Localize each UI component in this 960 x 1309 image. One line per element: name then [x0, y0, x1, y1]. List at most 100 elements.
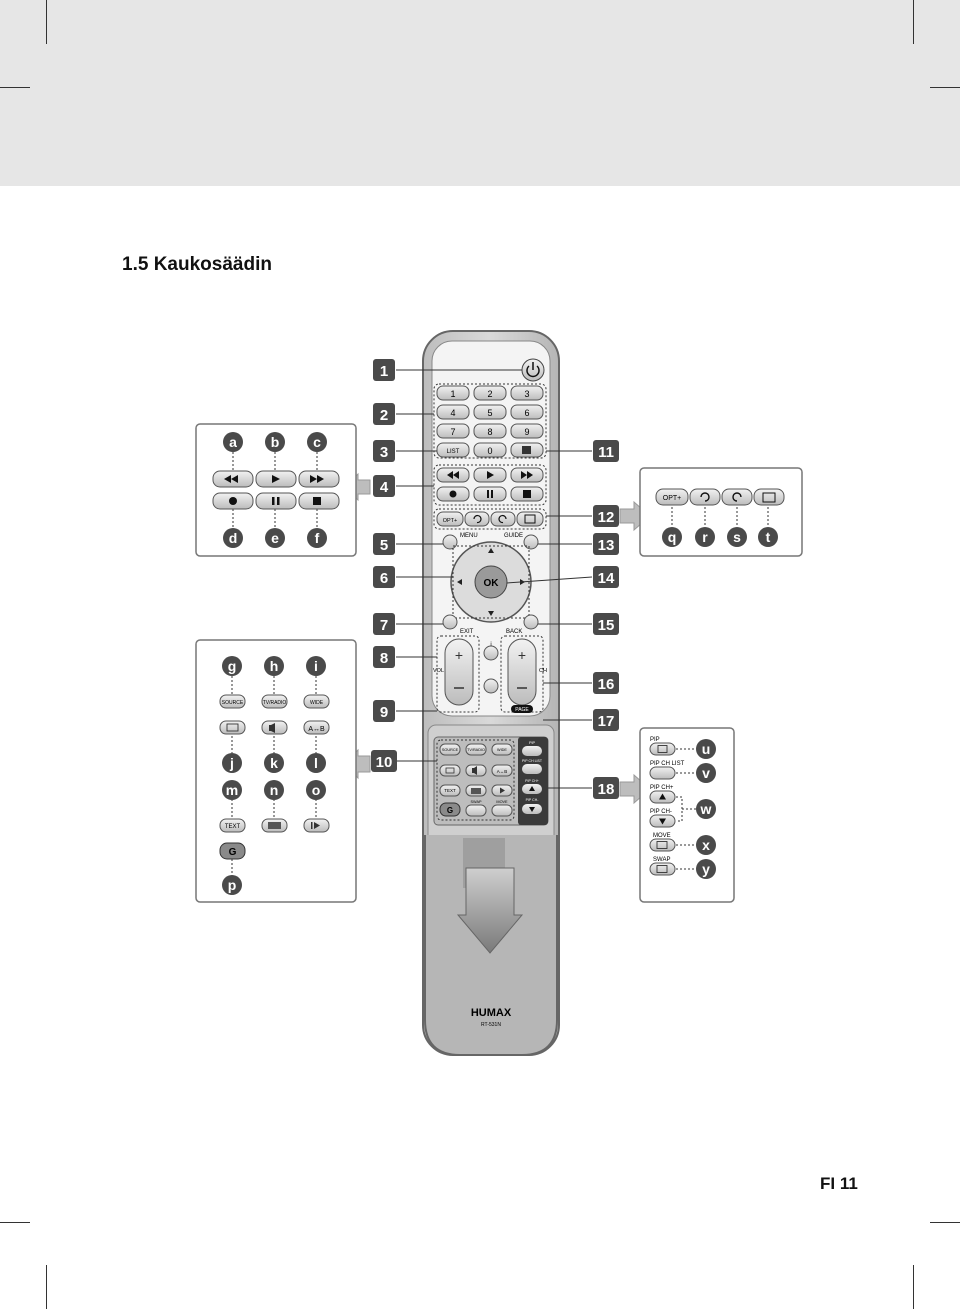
callout-12: 12 — [593, 505, 619, 527]
svg-text:PAGE: PAGE — [515, 707, 529, 713]
model-name: RT-531N — [481, 1022, 501, 1028]
text-button[interactable]: TEXT — [439, 784, 461, 797]
play-button[interactable] — [473, 467, 507, 483]
svg-text:SWAP: SWAP — [470, 800, 482, 804]
opt-plus-button[interactable]: OPT+ — [655, 488, 689, 506]
text-button[interactable]: TEXT — [219, 818, 246, 833]
rewind-button[interactable] — [436, 467, 470, 483]
pause-button[interactable] — [255, 492, 297, 510]
ab-button[interactable]: A↔B — [303, 720, 330, 735]
info-button[interactable]: i — [483, 642, 499, 661]
move-button[interactable] — [649, 838, 676, 852]
exit-button[interactable]: EXIT — [442, 614, 474, 635]
svg-text:11: 11 — [598, 444, 614, 461]
power-button[interactable] — [521, 358, 545, 382]
recordings-button[interactable] — [753, 488, 785, 506]
svg-text:6: 6 — [380, 570, 388, 587]
stop-button[interactable] — [298, 492, 340, 510]
letter-r: r — [695, 527, 715, 547]
rewind-jump-button[interactable] — [689, 488, 721, 506]
pause-button[interactable] — [473, 486, 507, 502]
letter-u: u — [696, 739, 716, 759]
teletext-button[interactable] — [261, 818, 288, 833]
digit-key-8[interactable]: 8 — [473, 423, 507, 439]
ok-button[interactable]: OK — [474, 565, 508, 599]
rewind-button[interactable] — [212, 470, 254, 488]
move-label: MOVE — [653, 833, 671, 839]
pip-ch-up-button[interactable] — [649, 790, 676, 804]
slow-play-button[interactable] — [303, 818, 330, 833]
forward-jump-button[interactable] — [721, 488, 753, 506]
digit-key-6[interactable]: 6 — [510, 404, 544, 420]
swap-key[interactable]: SWAP — [465, 800, 487, 817]
g-button[interactable]: G — [219, 842, 246, 860]
source-button[interactable]: SOURCE — [439, 743, 461, 756]
svg-text:4: 4 — [380, 479, 389, 496]
teletext-button[interactable] — [465, 784, 487, 797]
callout-16: 16 — [593, 672, 619, 694]
forward-jump-button[interactable] — [490, 511, 516, 527]
svg-text:4: 4 — [450, 408, 455, 418]
svg-text:BACK: BACK — [506, 629, 522, 635]
section-title: 1.5 Kaukosäädin — [122, 254, 272, 275]
pip-key[interactable]: PIP — [522, 741, 542, 756]
svg-text:2: 2 — [487, 389, 492, 399]
letter-g: g — [222, 656, 242, 676]
stop-button[interactable] — [510, 486, 544, 502]
slow-play-button[interactable] — [491, 784, 513, 797]
wide-button[interactable]: WIDE — [491, 743, 513, 756]
g-button[interactable]: G — [439, 802, 461, 817]
digit-key-9[interactable]: 9 — [510, 423, 544, 439]
play-button[interactable] — [255, 470, 297, 488]
subtitle-button[interactable] — [219, 720, 246, 735]
pip-ch-list-button[interactable] — [649, 766, 676, 780]
svg-text:n: n — [270, 782, 279, 798]
audio-button[interactable] — [261, 720, 288, 735]
crop-mark — [46, 1265, 47, 1309]
fast-forward-button[interactable] — [510, 467, 544, 483]
svg-text:8: 8 — [380, 650, 388, 667]
digit-key-7[interactable]: 7 — [436, 423, 470, 439]
digit-key-5[interactable]: 5 — [473, 404, 507, 420]
svg-text:p: p — [228, 877, 237, 893]
svg-text:r: r — [702, 529, 708, 545]
pip-ch-list-key[interactable]: PIP CH LIST — [522, 759, 543, 774]
pip-ch-up-key[interactable]: PIP CH+ — [522, 779, 542, 794]
letter-m: m — [222, 780, 242, 800]
tv-radio-button[interactable]: TV/RADIO — [261, 694, 288, 709]
digit-key-2[interactable]: 2 — [473, 385, 507, 401]
header-band — [0, 0, 960, 186]
record-button[interactable] — [212, 492, 254, 510]
media-button[interactable] — [510, 442, 544, 458]
rewind-jump-button[interactable] — [464, 511, 490, 527]
subtitle-button[interactable] — [439, 764, 461, 777]
volume-rocker[interactable]: + VOL — [433, 635, 480, 713]
guide-button[interactable]: GUIDE — [504, 533, 539, 550]
svg-text:9: 9 — [524, 427, 529, 437]
record-button[interactable] — [436, 486, 470, 502]
pip-ch-down-button[interactable] — [649, 814, 676, 828]
mute-button[interactable] — [483, 678, 499, 694]
digit-key-1[interactable]: 1 — [436, 385, 470, 401]
channel-rocker[interactable]: + CH — [500, 635, 547, 713]
move-key[interactable]: MOVE — [491, 800, 513, 817]
fast-forward-button[interactable] — [298, 470, 340, 488]
back-button[interactable]: BACK — [506, 614, 539, 635]
recordings-button[interactable] — [516, 511, 544, 527]
digit-key-4[interactable]: 4 — [436, 404, 470, 420]
swap-button[interactable] — [649, 862, 676, 876]
svg-text:u: u — [702, 741, 711, 757]
wide-button[interactable]: WIDE — [303, 694, 330, 709]
ab-button[interactable]: A↔B — [491, 764, 513, 777]
audio-button[interactable] — [465, 764, 487, 777]
opt-plus-button[interactable]: OPT+ — [436, 511, 464, 527]
letter-i: i — [306, 656, 326, 676]
pip-button[interactable] — [649, 742, 676, 756]
digit-key-3[interactable]: 3 — [510, 385, 544, 401]
digit-key-0[interactable]: 0 — [473, 442, 507, 458]
tv-radio-button[interactable]: TV/RADIO — [465, 743, 487, 756]
list-button[interactable]: LIST — [436, 442, 470, 458]
pip-ch-down-key[interactable]: PIP CH- — [522, 798, 542, 814]
source-button[interactable]: SOURCE — [219, 694, 246, 709]
svg-text:f: f — [315, 530, 320, 546]
